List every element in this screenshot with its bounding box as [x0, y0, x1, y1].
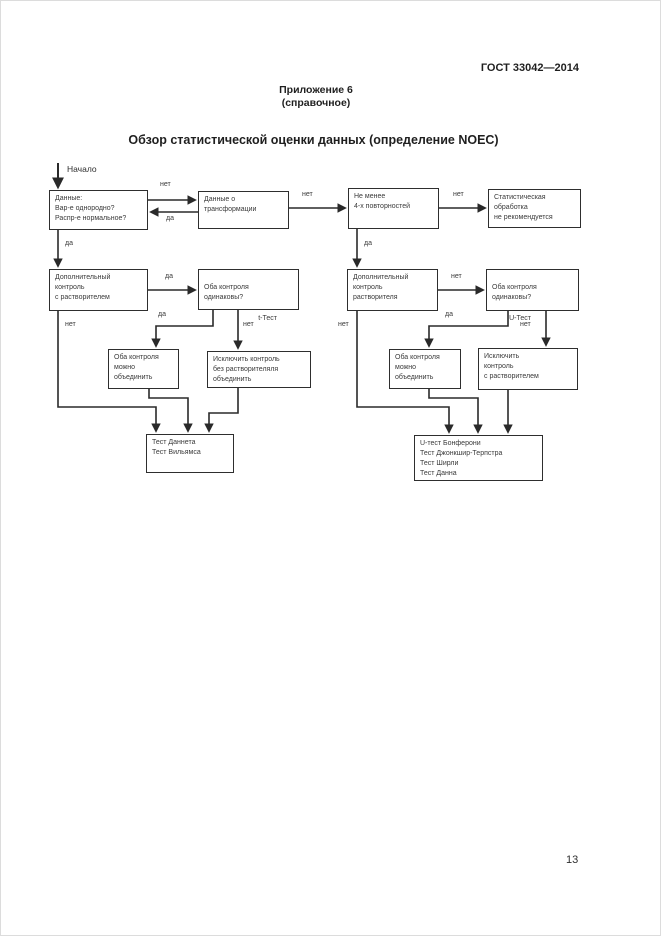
edge-label-yes: да	[445, 311, 453, 318]
edge-label-yes: да	[166, 215, 174, 222]
edge-label-yes: да	[65, 240, 73, 247]
node-pool-controls-right: Оба контроля можно объединить	[389, 349, 461, 389]
edge-label-no: нет	[338, 321, 349, 328]
edge-label-yes: да	[364, 240, 372, 247]
node-controls-equal-utest: Оба контроля одинаковы? U-Тест	[486, 269, 579, 322]
edge-label-no: нет	[451, 273, 462, 280]
edge-label-no: нет	[160, 181, 171, 188]
edge-label-no: нет	[302, 191, 313, 198]
node-solvent-control-left: Дополнительный контроль с растворителем	[49, 269, 148, 311]
node-solvent-control-right: Дополнительный контроль растворителя	[347, 269, 438, 311]
node-tests-left: Тест Даннета Тест Вильямса	[146, 434, 234, 473]
appendix-heading: Приложение 6 (справочное)	[1, 84, 631, 109]
controls-equal-question: Оба контроля одинаковы?	[204, 284, 249, 302]
page-title: Обзор статистической оценки данных (опре…	[128, 133, 499, 147]
node-exclude-nonsolvent-control: Исключить контроль без растворителяля об…	[207, 351, 311, 388]
node-pool-controls-left: Оба контроля можно объединить	[108, 349, 179, 389]
node-exclude-solvent-control: Исключить контроль с растворителем	[478, 348, 578, 390]
edge-label-yes: да	[165, 273, 173, 280]
edge-label-no: нет	[243, 321, 254, 328]
start-label: Начало	[67, 164, 97, 174]
appendix-note: (справочное)	[281, 96, 351, 109]
node-stats-not-recommended: Статистическая обработка не рекомендуетс…	[488, 189, 581, 228]
node-data-check: Данные: Вар-е однородно? Распр-е нормаль…	[49, 190, 148, 230]
appendix-title: Приложение 6	[279, 84, 353, 96]
edge-label-no: нет	[520, 321, 531, 328]
node-tests-right: U-тест Бонферони Тест Джонкшир-Терпстра …	[414, 435, 543, 481]
edge-label-no: нет	[453, 191, 464, 198]
doc-code: ГОСТ 33042—2014	[480, 62, 579, 74]
edge-label-no: нет	[65, 321, 76, 328]
controls-equal-question: Оба контроля одинаковы?	[492, 284, 537, 302]
edge-label-yes: да	[158, 311, 166, 318]
node-controls-equal-ttest: Оба контроля одинаковы? t-Тест	[198, 269, 299, 322]
utest-label: U-Тест	[509, 314, 531, 322]
page-number: 13	[566, 854, 579, 866]
node-replicates: Не менее 4-х повторностей	[348, 188, 439, 229]
ttest-label: t-Тест	[258, 314, 277, 322]
node-transformation: Данные о трансформации	[198, 191, 289, 229]
